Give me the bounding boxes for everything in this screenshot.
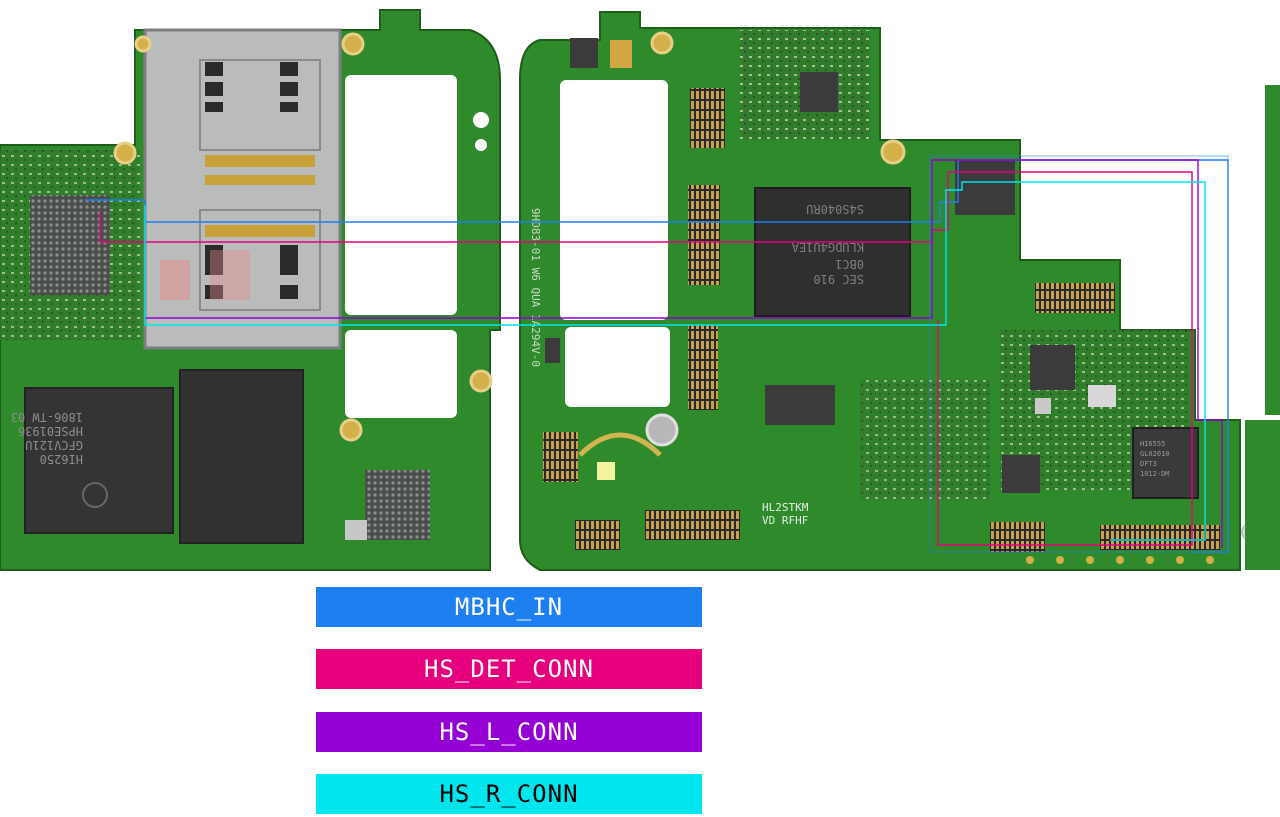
legend-item-hs-r-conn: HS_R_CONN	[316, 774, 702, 814]
cpu-label-4: 1806-TW 03	[11, 410, 83, 424]
codec-label-1: HI6555	[1140, 440, 1165, 448]
left-board: HI6250 GFCV121U HPSE01936 1806-TW 03	[0, 9, 501, 571]
trace-hs-r-conn	[144, 181, 1206, 541]
cpu-chip: HI6250 GFCV121U HPSE01936 1806-TW 03	[11, 387, 174, 534]
legend-label-hs-l-conn: HS_L_CONN	[439, 718, 579, 746]
legend-item-hs-det-conn: HS_DET_CONN	[316, 649, 702, 689]
codec-label-2: GL02010	[1140, 450, 1170, 458]
cpu-label-3: HPSE01936	[18, 424, 83, 438]
ufs-label-2: 0BC1	[835, 257, 864, 271]
legend-label-hs-r-conn: HS_R_CONN	[439, 780, 579, 808]
ram-chip	[179, 369, 304, 544]
signal-traces	[85, 155, 1229, 553]
ufs-label-4: S4S040RU	[806, 202, 864, 216]
legend-label-mbhc-in: MBHC_IN	[454, 593, 564, 621]
svg-text:HI6250 GFCV121U: HI6250 GFCV121U HPSE01936 1806-TW 03	[11, 410, 83, 466]
svg-text:HI6555 GL02010: HI6555 GL02010 DFT3 1012-DM	[1140, 440, 1174, 478]
svg-text:HL2STKM VD RFHF: HL2STKM VD RFHF	[762, 501, 815, 527]
codec-chip: HI6555 GL02010 DFT3 1012-DM	[1132, 427, 1199, 499]
pcb-board-diagram: HI6250 GFCV121U HPSE01936 1806-TW 03	[0, 9, 1280, 571]
legend-item-hs-l-conn: HS_L_CONN	[316, 712, 702, 752]
cpu-label-1: HI6250	[40, 452, 83, 466]
board-silkscreen-serial: 9HD83-01 W6 QUA 1A294V-0	[529, 208, 542, 367]
right-board: 9HD83-01 W6 QUA 1A294V-0 SEC 910 0BC1 KL…	[519, 11, 1280, 571]
codec-label-3: DFT3	[1140, 460, 1157, 468]
svg-text:SEC 910 0BC1 K: SEC 910 0BC1 KLUDG4U1EA S4S040RU	[785, 202, 864, 286]
trace-hs-l-conn	[145, 159, 1223, 548]
codec-label-4: 1012-DM	[1140, 470, 1170, 478]
ufs-label-3: KLUDG4U1EA	[791, 240, 864, 254]
trace-hs-det-conn	[99, 171, 1193, 546]
sim-card-tray	[143, 28, 342, 350]
cpu-label-2: GFCV121U	[25, 438, 83, 452]
ufs-label-1: SEC 910	[813, 272, 864, 286]
legend-item-mbhc-in: MBHC_IN	[316, 587, 702, 627]
board-silkscreen-label-1: HL2STKM	[762, 501, 809, 514]
legend-label-hs-det-conn: HS_DET_CONN	[424, 655, 594, 683]
ufs-storage-chip: SEC 910 0BC1 KLUDG4U1EA S4S040RU	[754, 187, 911, 317]
board-silkscreen-label-2: VD RFHF	[762, 514, 808, 527]
